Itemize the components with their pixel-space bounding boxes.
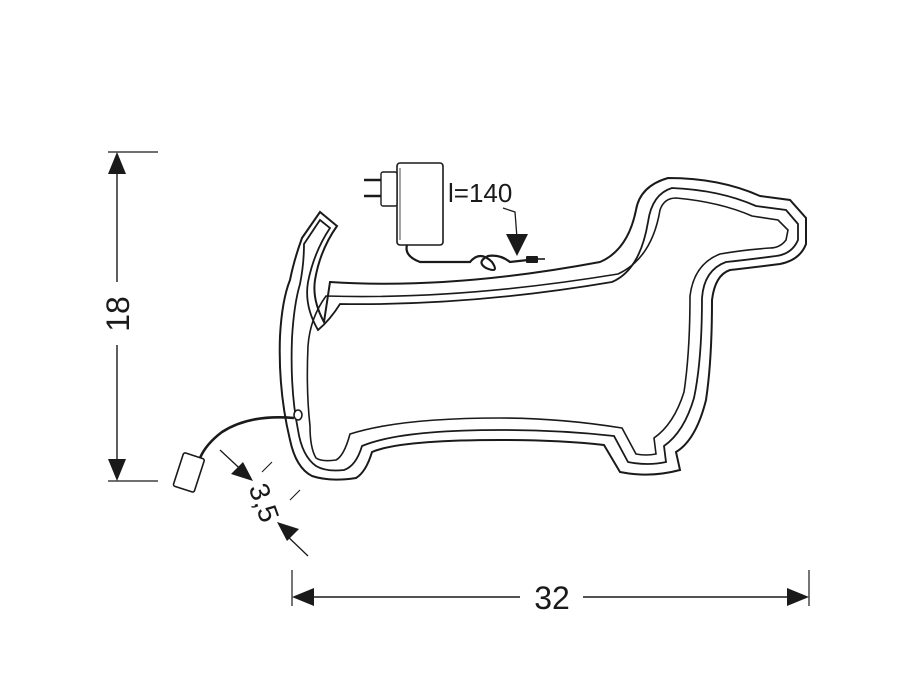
adapter-plug-base: [380, 171, 398, 207]
usb-cable: [172, 409, 303, 493]
dachshund-lamp: [278, 176, 807, 481]
depth-arrow-bottom: [277, 522, 299, 541]
depth-tick-bottom: [289, 489, 301, 501]
lamp-outer-outline: [278, 176, 807, 481]
adapter-cable: [405, 244, 529, 272]
width-arrow-right: [787, 588, 809, 606]
usb-plug-icon: [172, 452, 205, 493]
cable-length-callout: l=140: [448, 178, 528, 256]
depth-label: 3,5: [243, 479, 285, 526]
width-dimension: 32: [291, 570, 810, 616]
depth-tick-top: [261, 461, 273, 473]
width-arrow-left: [292, 588, 314, 606]
width-label: 32: [534, 580, 570, 616]
power-adapter-icon: [364, 162, 545, 272]
cable-length-leader: [502, 207, 518, 239]
lamp-inner-outline: [306, 197, 789, 462]
adapter-cable-jack: [526, 256, 538, 263]
depth-leader-bottom: [282, 531, 309, 557]
height-arrow-down: [108, 459, 126, 481]
cable-length-arrow: [506, 234, 528, 256]
depth-dimension: 3,5: [219, 449, 309, 557]
height-arrow-up: [108, 152, 126, 174]
cable-grommet: [293, 409, 303, 421]
adapter-body: [396, 162, 444, 246]
depth-arrow-top: [231, 462, 253, 481]
height-dimension: 18: [100, 151, 158, 482]
cable-wire: [198, 416, 295, 459]
height-label: 18: [100, 296, 136, 332]
cable-length-label: l=140: [448, 178, 512, 208]
lamp-middle-outline: [290, 187, 799, 472]
